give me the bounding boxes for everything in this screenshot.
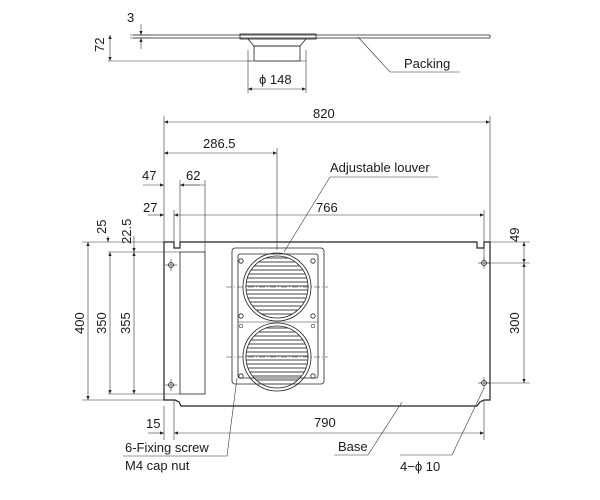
inner-height-b-dim: 355 [118,312,133,334]
louver-offset-dim: 286.5 [203,136,236,151]
mount-holes-dim: 4−ϕ 10 [400,459,440,474]
overall-width-dim: 820 [313,106,335,121]
inner-height-a-dim: 350 [94,312,109,334]
right-top-offset-dim: 49 [507,228,522,242]
hole-span-height-dim: 300 [507,312,522,334]
bottom-left-offset-dim: 15 [146,416,160,431]
fixing-screw [310,373,316,379]
left-offset-b-dim: 62 [186,168,200,183]
base-width-dim: 790 [314,415,336,430]
enclosure-outline [163,241,491,407]
side-view [108,24,491,93]
top-offset-b-dim: 22.5 [119,219,134,244]
duct-diameter-dim: ϕ 148 [259,72,292,87]
cap-nut-label: M4 cap nut [125,458,190,473]
left-offset-a-dim: 47 [142,168,156,183]
packing-thickness-dim: 3 [127,10,134,25]
fixing-screw-label: 6-Fixing screw [125,440,209,455]
base-label: Base [338,439,368,454]
fixing-strip [179,251,206,395]
mount-hole [165,259,177,271]
side-height-dim: 72 [92,38,107,52]
fixing-screw [238,373,244,379]
overall-height-dim: 400 [72,312,87,334]
fixing-screw [310,258,316,264]
fixing-screw [238,258,244,264]
leader-lines [123,176,485,457]
left-offset-c-dim: 27 [143,200,157,215]
adjustable-louver-label: Adjustable louver [330,160,430,175]
mount-hole [165,379,177,391]
top-offset-a-dim: 25 [94,220,109,234]
front-view [163,241,491,407]
hole-span-width-dim: 766 [316,200,338,215]
packing-label: Packing [404,56,450,71]
fixing-screw [238,313,244,319]
dimension-lines [82,116,530,440]
fixing-screw [310,313,316,319]
